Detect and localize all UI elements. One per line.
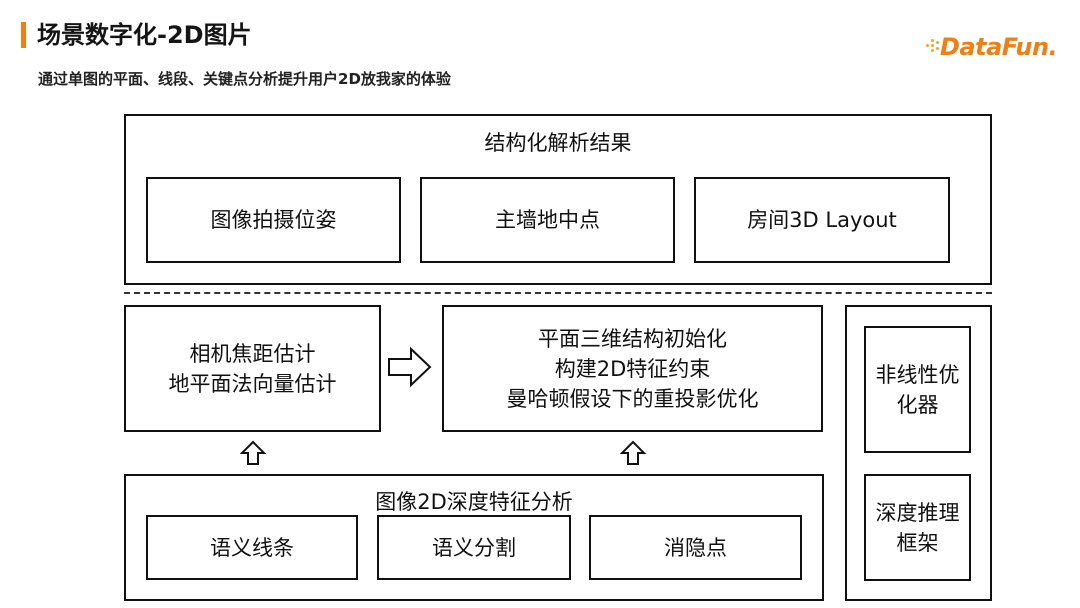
ground-normal-estimation-text: 地平面法向量估计: [168, 371, 337, 396]
wall-floor-midpoint-label: 主墙地中点: [495, 208, 600, 232]
nonlinear-optimizer-box: 非线性优 化器: [864, 326, 971, 453]
room-layout-label: 房间3D Layout: [747, 208, 897, 232]
feature-constraint-text: 构建2D特征约束: [554, 356, 711, 381]
depth-feature-label: 图像2D深度特征分析: [375, 490, 573, 514]
page-subtitle: 通过单图的平面、线段、关键点分析提升用户2D放我家的体验: [38, 70, 451, 88]
wall-floor-midpoint-box: 主墙地中点: [420, 177, 675, 263]
depth-inference-framework-box: 深度推理 框架: [864, 474, 971, 581]
reprojection-optimization-text: 曼哈顿假设下的重投影优化: [506, 386, 759, 411]
semantic-segmentation-box: 语义分割: [377, 515, 571, 580]
brand-name: DataFun.: [940, 33, 1058, 61]
vanishing-point-box: 消隐点: [589, 515, 802, 580]
semantic-lines-box: 语义线条: [146, 515, 358, 580]
camera-pose-label: 图像拍摄位姿: [210, 208, 337, 232]
vanishing-point-label: 消隐点: [664, 535, 727, 560]
semantic-lines-label: 语义线条: [210, 535, 294, 560]
hollow-up-arrow-icon: [240, 440, 266, 465]
logo-dots-icon: [926, 38, 942, 54]
title-accent-bar: [21, 22, 26, 48]
structured-result-label: 结构化解析结果: [484, 131, 632, 155]
hollow-right-arrow-icon: [388, 346, 432, 388]
optimization-steps-box: 平面三维结构初始化 构建2D特征约束 曼哈顿假设下的重投影优化: [442, 305, 823, 432]
dashed-divider: [124, 292, 992, 294]
hollow-up-arrow-icon: [620, 440, 646, 465]
plane-init-text: 平面三维结构初始化: [538, 326, 727, 351]
camera-estimation-box: 相机焦距估计 地平面法向量估计: [124, 305, 381, 432]
focal-length-estimation-text: 相机焦距估计: [189, 341, 316, 366]
datafun-logo: DataFun.: [926, 30, 1058, 64]
framework-line-1: 深度推理: [875, 500, 960, 525]
optimizer-line-1: 非线性优: [875, 362, 960, 387]
page-title: 场景数字化-2D图片: [37, 21, 252, 49]
semantic-segmentation-label: 语义分割: [432, 535, 516, 560]
framework-line-2: 框架: [896, 530, 939, 555]
room-layout-box: 房间3D Layout: [694, 177, 950, 263]
optimizer-line-2: 化器: [896, 392, 939, 417]
camera-pose-box: 图像拍摄位姿: [146, 177, 401, 263]
